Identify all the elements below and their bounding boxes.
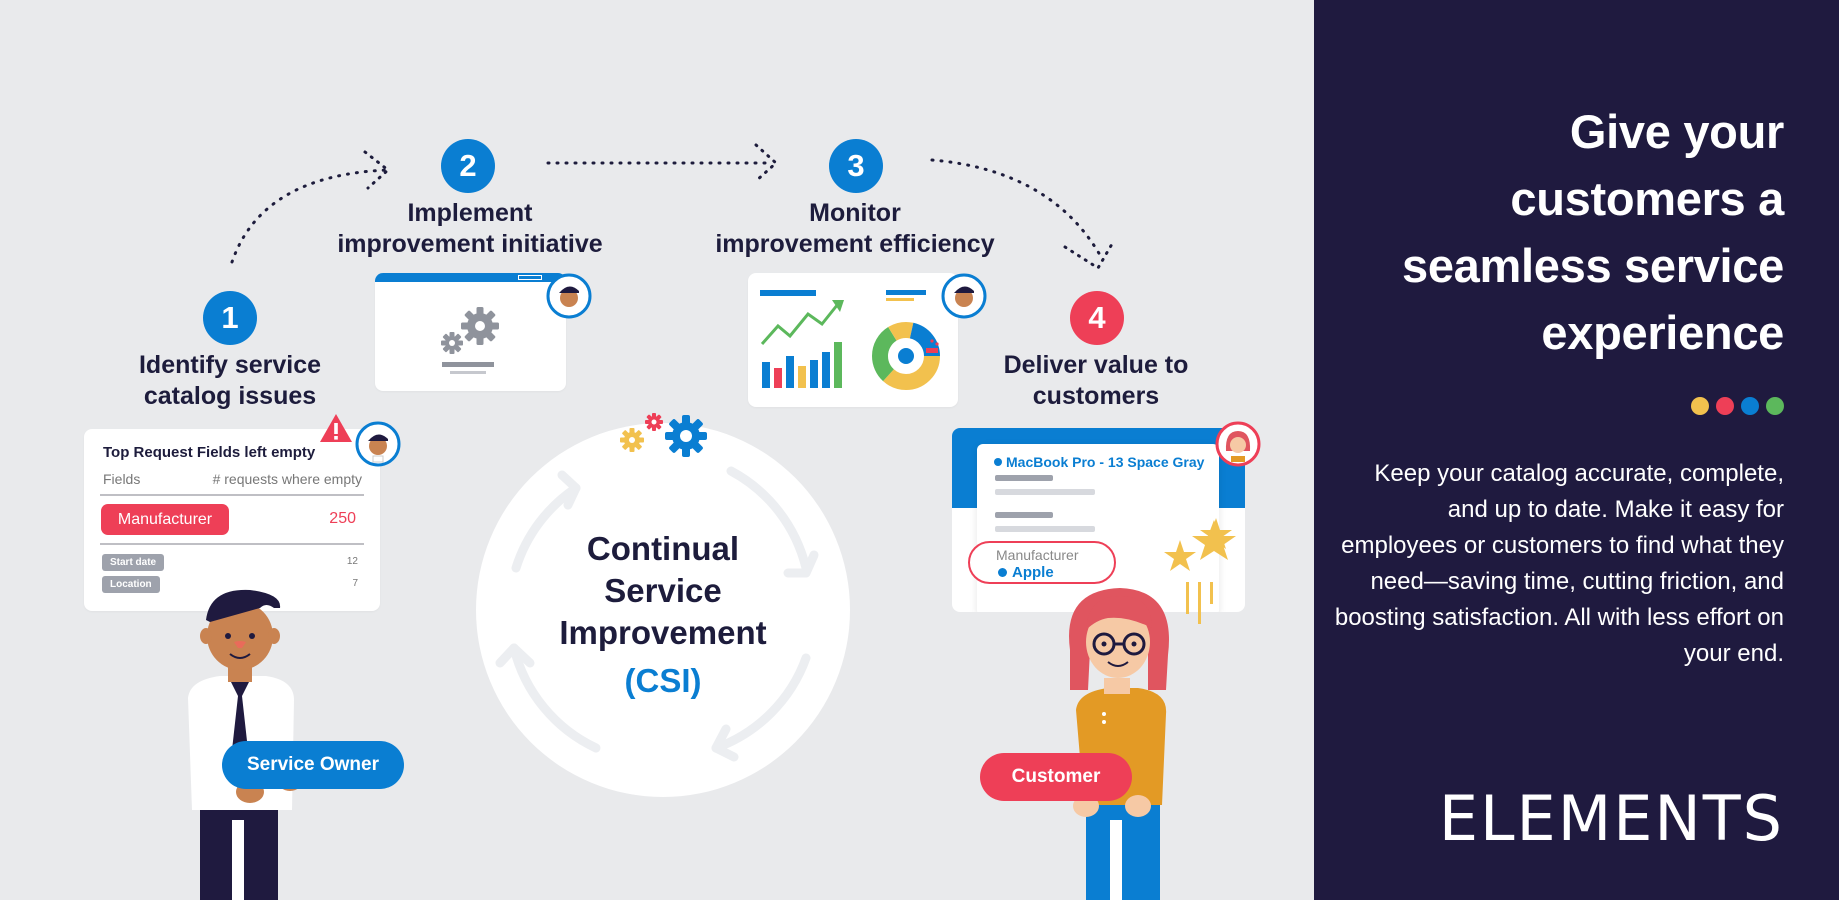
flow-arrows [230, 143, 1114, 271]
csi-title-line: Improvement [559, 614, 767, 651]
gears-icon [441, 307, 499, 354]
service-owner-avatar-icon [941, 273, 987, 319]
issues-table-card: Top Request Fields left empty Fields # r… [84, 429, 380, 611]
csi-title-line: Service [604, 572, 722, 609]
step-1-title: Identify service catalog issues [100, 350, 360, 412]
cycle-arrows-icon [495, 466, 819, 762]
arrow-1-to-2 [230, 168, 390, 264]
arrow-2-to-3-head [754, 143, 779, 183]
customer-label: Customer [980, 753, 1132, 801]
headline-line: experience [1541, 306, 1784, 359]
requests-column-header: # requests where empty [212, 471, 362, 487]
step-3-number: 3 [829, 139, 883, 193]
table-row-count: 12 [346, 556, 358, 567]
step-2-number: 2 [441, 139, 495, 193]
step-2-title-line: Implement [407, 199, 533, 227]
issues-card-title: Top Request Fields left empty [103, 444, 316, 461]
step-2-title-line: improvement initiative [337, 230, 603, 258]
step-4-number: 4 [1070, 291, 1124, 345]
headline-line: seamless service [1402, 239, 1784, 292]
step-4-title-line: Deliver value to [1003, 351, 1189, 379]
csi-abbreviation: (CSI) [624, 662, 702, 699]
colored-gears-icon [620, 413, 707, 457]
manufacturer-field-label: Manufacturer [996, 547, 1079, 563]
blue-dot [1741, 397, 1759, 415]
form-placeholder-bar [995, 475, 1053, 481]
product-name: MacBook Pro - 13 Space Gray [1006, 454, 1205, 470]
table-divider [100, 543, 364, 545]
service-owner-avatar-icon [355, 421, 401, 467]
csi-cycle-circle [476, 423, 850, 797]
step-3-title-line: improvement efficiency [715, 230, 995, 258]
form-placeholder-bar [995, 489, 1095, 495]
window-text-bar [450, 371, 486, 374]
window-search-box [518, 275, 542, 280]
arrow-3-to-4-head [1063, 242, 1114, 271]
step-3-title: Monitor improvement efficiency [690, 198, 1020, 260]
window-titlebar [375, 273, 566, 282]
arrow-3-to-4 [930, 158, 1102, 257]
manufacturer-field [968, 541, 1116, 584]
service-owner-label: Service Owner [222, 741, 404, 789]
step-1-title-line: Identify service [138, 351, 322, 379]
step-4-title-line: customers [1032, 382, 1160, 410]
csi-title-line: Continual [586, 530, 740, 567]
warning-icon [320, 414, 352, 442]
right-panel: Give your customers a seamless service e… [1314, 0, 1839, 900]
stars-icon [1164, 518, 1236, 624]
table-row-field: Start date [102, 554, 165, 571]
red-dot [1716, 397, 1734, 415]
manufacturer-field-value: Apple [1012, 564, 1054, 581]
step-1-number: 1 [203, 291, 257, 345]
service-owner-avatar-icon [546, 273, 592, 319]
elements-logo: ELEMENTS [1438, 782, 1784, 855]
table-row-field: Location [102, 576, 160, 593]
step-3-title-line: Monitor [809, 199, 901, 227]
headline: Give your customers a seamless service e… [1324, 98, 1784, 366]
product-bullet [994, 458, 1002, 466]
arrow-1-to-2-head [363, 150, 391, 190]
step-4-title: Deliver value to customers [960, 350, 1232, 412]
color-dots [1691, 397, 1784, 415]
window-text-bar [442, 362, 494, 367]
customer-character [1069, 588, 1169, 900]
manufacturer-empty-count: 250 [329, 510, 356, 527]
headline-line: Give your [1569, 105, 1784, 158]
step-2-title: Implement improvement initiative [310, 198, 630, 260]
csi-title: Continual Service Improvement [476, 528, 850, 654]
service-owner-character [188, 589, 303, 900]
form-placeholder-bar [995, 526, 1095, 532]
step-1-title-line: catalog issues [143, 382, 317, 410]
form-placeholder-bar [995, 512, 1053, 518]
green-dot [1766, 397, 1784, 415]
donut-chart-icon [872, 290, 940, 390]
bar-line-chart-icon [760, 290, 844, 388]
table-divider [100, 494, 364, 496]
manufacturer-bullet [998, 568, 1007, 577]
headline-line: customers a [1510, 172, 1784, 225]
body-paragraph: Keep your catalog accurate, complete, an… [1334, 460, 1784, 667]
table-row-count: 7 [352, 578, 358, 589]
manufacturer-field-badge: Manufacturer [101, 504, 229, 535]
fields-column-header: Fields [103, 471, 141, 487]
customer-avatar-icon [1215, 421, 1261, 467]
yellow-dot [1691, 397, 1709, 415]
